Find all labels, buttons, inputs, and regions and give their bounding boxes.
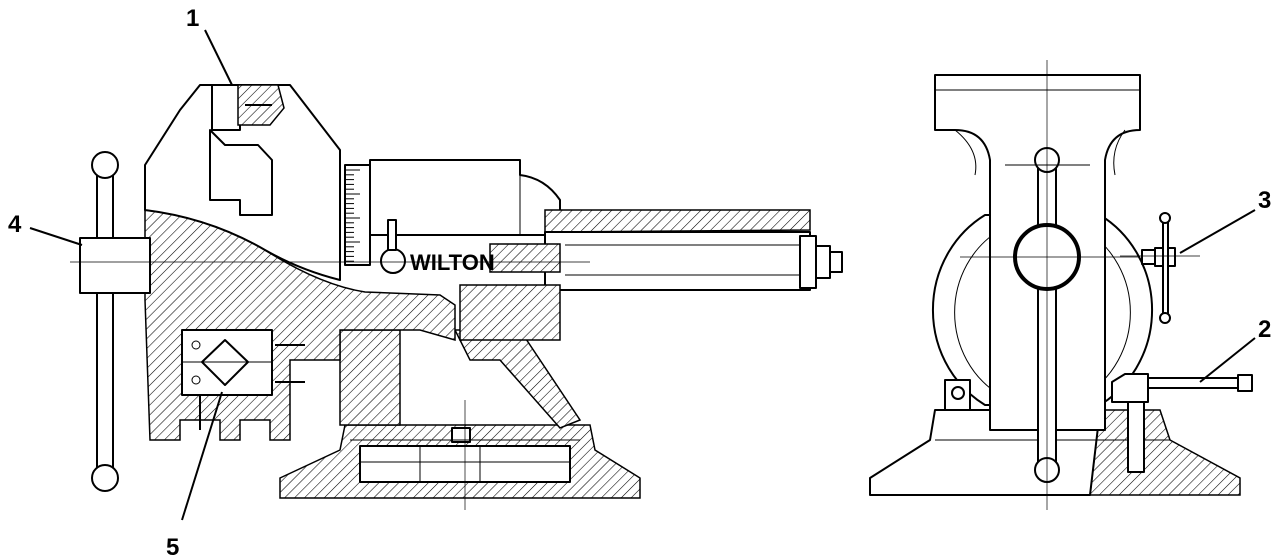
- jaw-cavity: [209, 129, 273, 216]
- screw-housing: [544, 231, 811, 291]
- jaw-plate: [211, 84, 241, 131]
- angle-scale: [344, 164, 371, 266]
- screw-thrust-section: [489, 243, 561, 273]
- side-handle-knob-bottom: [91, 464, 119, 492]
- slide-body: [369, 159, 561, 236]
- callout-leader-2: [1199, 337, 1256, 383]
- callout-labels: 1 2 3 4 5: [8, 5, 1271, 559]
- side-handle-hub: [79, 237, 151, 294]
- screw-nut-section: [459, 284, 561, 341]
- front-left-bolt: [944, 379, 971, 411]
- screw-end-tip: [829, 251, 843, 273]
- callout-label-5: 5: [166, 534, 179, 559]
- screw-end-nut: [815, 245, 831, 279]
- callout-leader-4: [29, 227, 83, 246]
- indicator-pin: [387, 219, 397, 251]
- side-rear-support: [453, 329, 582, 429]
- side-handle-knob-top: [91, 151, 119, 179]
- callout-label-4: 4: [8, 211, 22, 238]
- callout-label-1: 1: [186, 5, 199, 32]
- callout-leader-1: [204, 29, 233, 86]
- callout-leaders: [29, 29, 1256, 521]
- callout-leader-3: [1179, 209, 1256, 254]
- front-view: [869, 60, 1253, 510]
- scale-ticks: [345, 169, 360, 262]
- front-base-section: [1089, 409, 1241, 496]
- swivel-lock-tbar: [1162, 219, 1169, 316]
- jaw-insert-diamond: [201, 339, 249, 386]
- callout-label-2: 2: [1258, 316, 1271, 343]
- brand-logo-circle: [380, 248, 406, 274]
- side-pedestal: [339, 329, 401, 426]
- callout-label-3: 3: [1258, 187, 1271, 214]
- brand-text: WILTON: [410, 250, 495, 275]
- base-lock-shaft: [1127, 401, 1145, 473]
- screw-end-collar: [799, 235, 817, 289]
- callout-leader-5: [181, 391, 223, 521]
- side-handle-bar: [96, 169, 114, 476]
- base-lock-head: [1111, 373, 1149, 403]
- screw-housing-section: [544, 209, 811, 233]
- side-view: WILTON: [70, 84, 843, 510]
- base-lock-lever-tip: [1237, 374, 1253, 392]
